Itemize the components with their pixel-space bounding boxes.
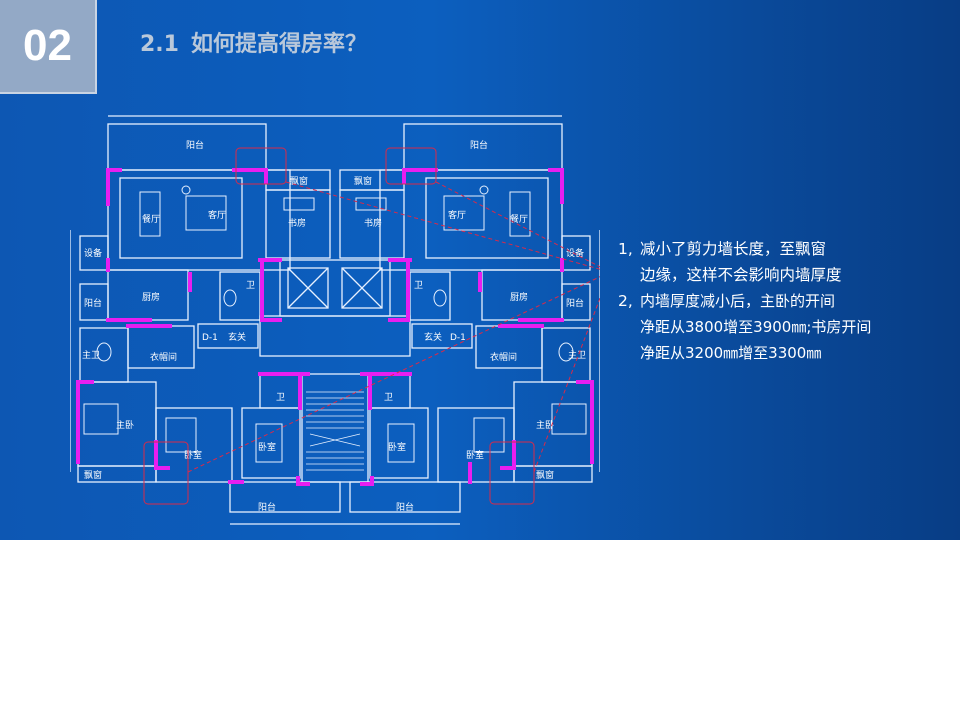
section-number-badge: 02	[0, 0, 97, 94]
label-master-bedroom-right: 主卧	[536, 419, 554, 431]
label-bay-window-bottom-left: 飘窗	[84, 469, 102, 481]
label-toilet-center-left: 卫	[276, 393, 285, 403]
label-balcony-bottom-left: 阳台	[258, 501, 276, 513]
label-bay-window-right: 飘窗	[354, 175, 372, 187]
label-master-bedroom-left: 主卧	[116, 419, 134, 431]
note-1-line-1: 减小了剪力墙长度，至飘窗	[640, 240, 827, 258]
label-door-tag-left: D-1	[202, 333, 218, 343]
note-1: 1, 减小了剪力墙长度，至飘窗 边缘，这样不会影响内墙厚度	[618, 236, 948, 288]
note-1-line-2: 边缘，这样不会影响内墙厚度	[640, 266, 842, 284]
furniture	[83, 185, 587, 463]
label-bedroom-center-right: 卧室	[388, 441, 406, 453]
highlighted-shear-walls	[76, 168, 594, 486]
label-kitchen-left: 厨房	[142, 291, 160, 303]
label-living-right: 客厅	[448, 209, 466, 221]
label-living-left: 客厅	[208, 209, 226, 221]
label-bedroom-center-left: 卧室	[258, 441, 276, 453]
label-dining-right: 餐厅	[510, 213, 528, 225]
label-equipment-left: 设备	[84, 247, 102, 259]
note-2-index: 2,	[618, 292, 633, 310]
label-bay-window-left: 飘窗	[290, 175, 308, 187]
slide: 02 2.1 如何提高得房率？	[0, 0, 960, 540]
label-kitchen-right: 厨房	[510, 291, 528, 303]
note-2-line-2: 净距从3800增至3900㎜;书房开间	[640, 318, 872, 336]
label-balcony-bottom-right: 阳台	[396, 501, 414, 513]
room-labels: 阳台 阳台 飘窗 飘窗 书房 书房 客厅 客厅 餐厅 餐厅 设备 设备 阳台 阳…	[82, 139, 586, 513]
slide-title: 2.1 如何提高得房率？	[140, 26, 367, 58]
label-study-left: 书房	[288, 217, 306, 229]
label-study-right: 书房	[364, 217, 382, 229]
label-bedroom-right: 卧室	[466, 449, 484, 461]
note-2: 2, 内墙厚度减小后，主卧的开间 净距从3800增至3900㎜;书房开间 净距从…	[618, 288, 948, 366]
label-toilet-right: 卫	[414, 281, 423, 291]
label-dining-left: 餐厅	[142, 213, 160, 225]
label-foyer-right: 玄关	[424, 331, 442, 343]
label-bedroom-left: 卧室	[184, 449, 202, 461]
label-master-bath-right: 主卫	[568, 349, 586, 361]
label-toilet-center-right: 卫	[384, 393, 393, 403]
label-door-tag-right: D-1	[450, 333, 466, 343]
label-foyer-left: 玄关	[228, 331, 246, 343]
title-number: 2.1	[140, 32, 179, 57]
label-balcony-top-right: 阳台	[470, 139, 488, 151]
floor-plan-drawing: 阳台 阳台 飘窗 飘窗 书房 书房 客厅 客厅 餐厅 餐厅 设备 设备 阳台 阳…	[70, 115, 600, 525]
callout-annotations	[143, 147, 600, 505]
label-cloakroom-left: 衣帽间	[150, 351, 177, 363]
label-toilet-left: 卫	[246, 281, 255, 291]
note-2-line-3: 净距从3200㎜增至3300㎜	[640, 344, 822, 362]
title-text: 如何提高得房率？	[190, 32, 367, 57]
label-balcony-top-left: 阳台	[186, 139, 204, 151]
label-cloakroom-right: 衣帽间	[490, 351, 517, 363]
label-balcony-side-left: 阳台	[84, 297, 102, 309]
label-bay-window-bottom-right: 飘窗	[536, 469, 554, 481]
annotation-notes: 1, 减小了剪力墙长度，至飘窗 边缘，这样不会影响内墙厚度 2, 内墙厚度减小后…	[618, 236, 948, 366]
note-2-line-1: 内墙厚度减小后，主卧的开间	[640, 292, 836, 310]
label-master-bath-left: 主卫	[82, 349, 100, 361]
label-balcony-side-right: 阳台	[566, 297, 584, 309]
stair-treads	[306, 391, 364, 471]
note-1-index: 1,	[618, 240, 633, 258]
